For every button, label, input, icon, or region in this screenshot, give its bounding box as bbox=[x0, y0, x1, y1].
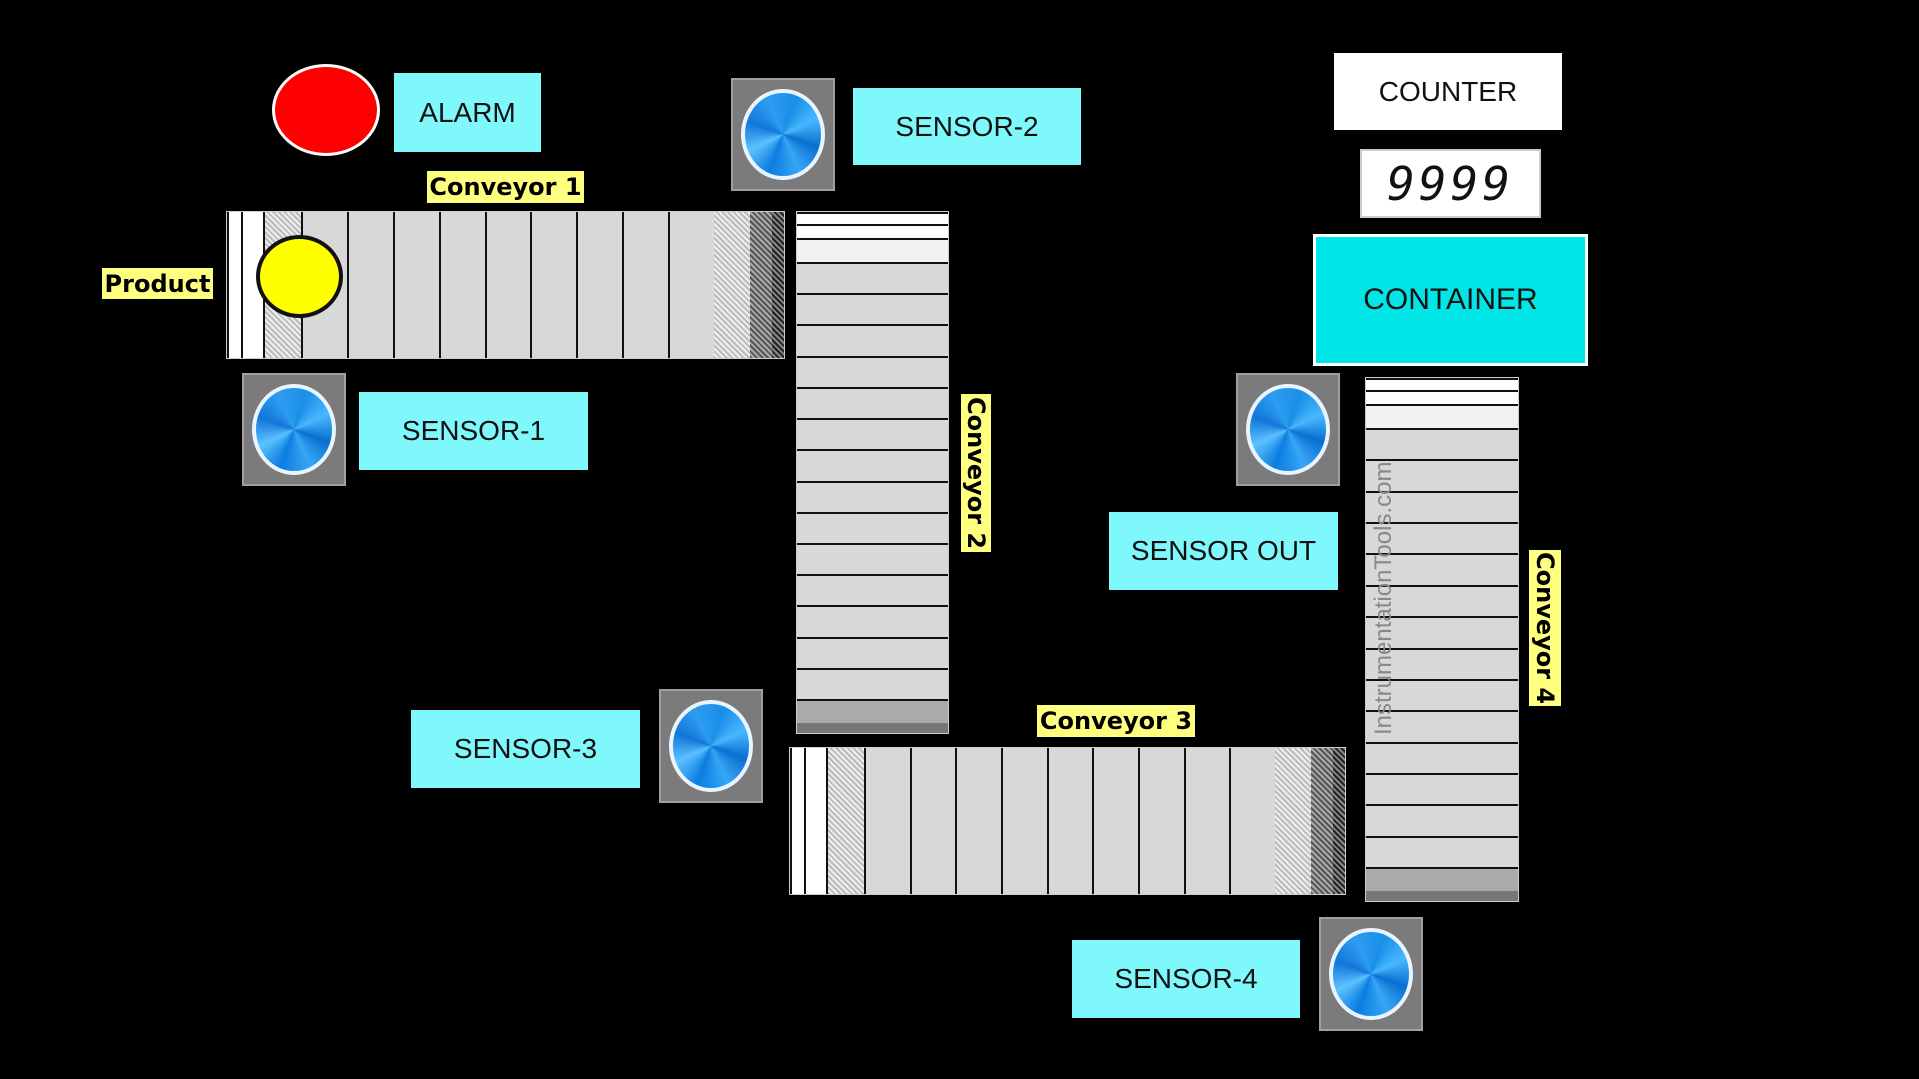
sensor-1-label: SENSOR-1 bbox=[359, 392, 588, 470]
counter-display: 9999 bbox=[1360, 149, 1541, 218]
conveyor-3 bbox=[789, 747, 1346, 895]
alarm-indicator bbox=[272, 64, 380, 156]
conveyor-1 bbox=[226, 211, 785, 359]
sensor-4-label: SENSOR-4 bbox=[1072, 940, 1300, 1018]
conveyor-4 bbox=[1365, 377, 1519, 902]
counter-label: COUNTER bbox=[1334, 53, 1562, 130]
conveyor-2 bbox=[796, 211, 949, 734]
sensor-1-icon[interactable] bbox=[242, 373, 346, 486]
sensor-2-label: SENSOR-2 bbox=[853, 88, 1081, 165]
sensor-out-label: SENSOR OUT bbox=[1109, 512, 1338, 590]
product bbox=[256, 235, 343, 318]
sensor-3-icon[interactable] bbox=[659, 689, 763, 803]
sensor-3-label: SENSOR-3 bbox=[411, 710, 640, 788]
conveyor-3-label: Conveyor 3 bbox=[1037, 705, 1195, 737]
sensor-4-icon[interactable] bbox=[1319, 917, 1423, 1031]
conveyor-4-label: Conveyor 4 bbox=[1529, 550, 1561, 706]
conveyor-1-label: Conveyor 1 bbox=[427, 171, 584, 203]
container: CONTAINER bbox=[1313, 234, 1588, 366]
sensor-2-icon[interactable] bbox=[731, 78, 835, 191]
product-label: Product bbox=[102, 268, 213, 299]
sensor-out-icon[interactable] bbox=[1236, 373, 1340, 486]
conveyor-2-label: Conveyor 2 bbox=[961, 394, 991, 552]
alarm-label: ALARM bbox=[394, 73, 541, 152]
watermark: InstrumentationTools.com bbox=[1370, 461, 1397, 735]
